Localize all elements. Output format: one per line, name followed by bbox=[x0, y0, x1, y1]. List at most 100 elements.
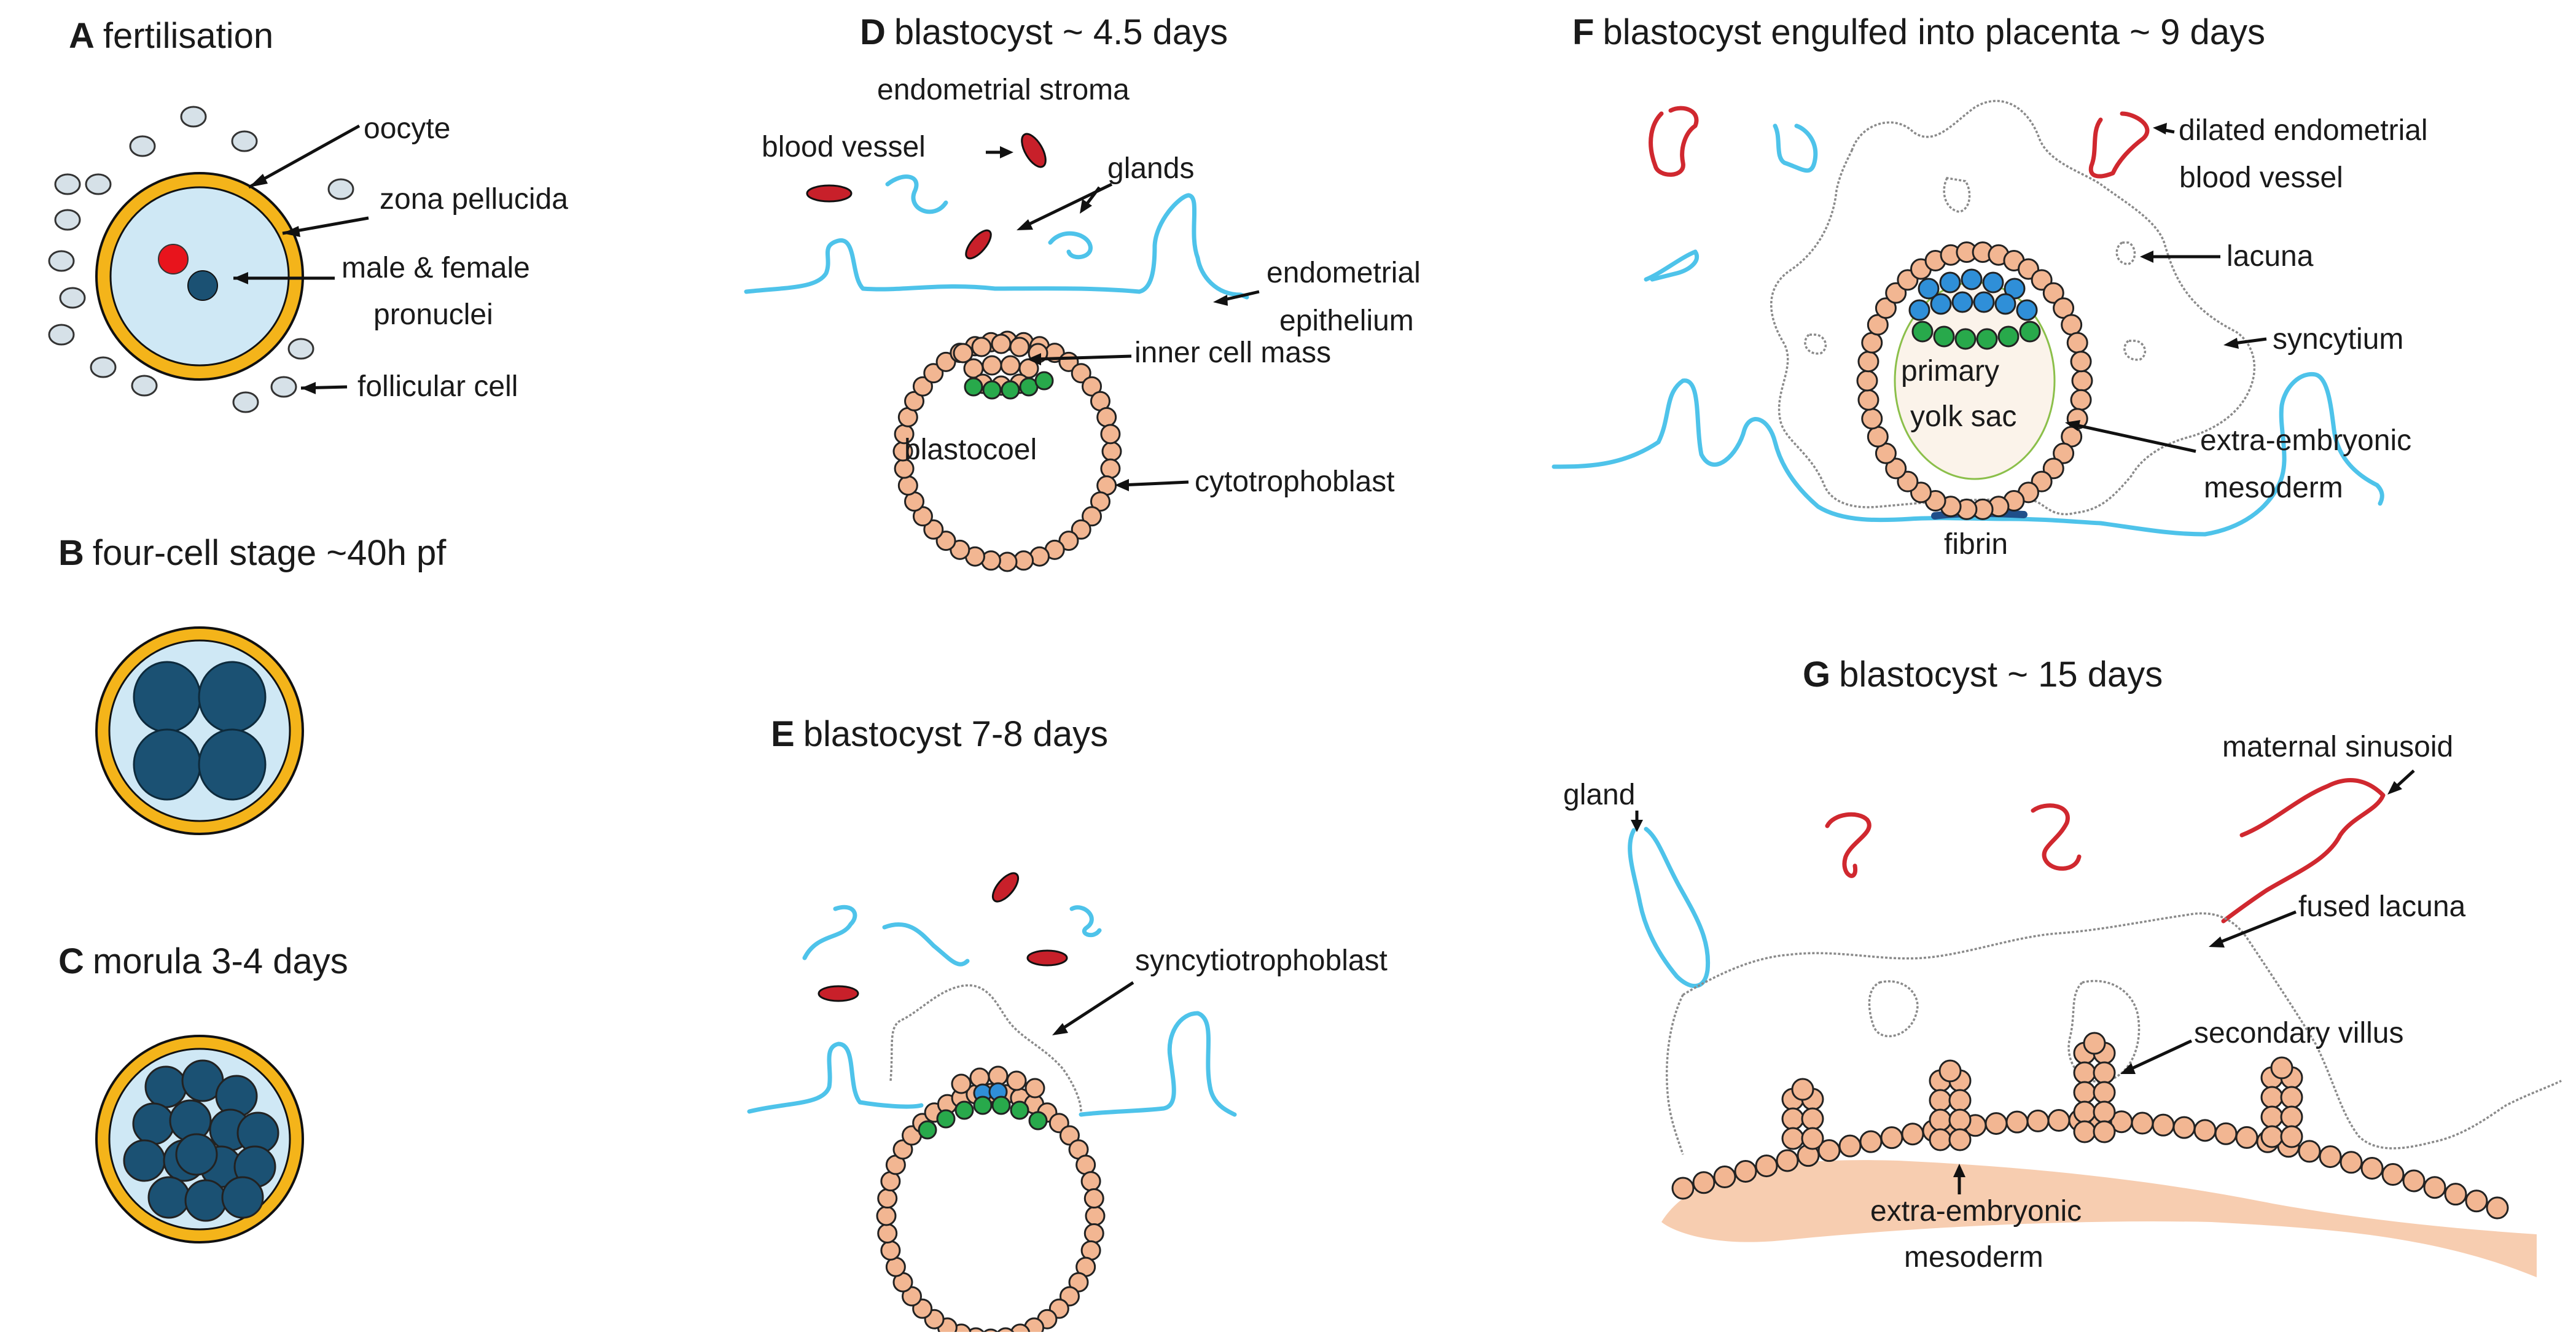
trophoblast-cell bbox=[1100, 424, 1121, 445]
panel-e-title: blastocyst 7-8 days bbox=[803, 714, 1108, 754]
trophoblast-cell bbox=[1985, 1112, 2008, 1135]
blood-vessel bbox=[965, 229, 992, 260]
trophoblast-cell bbox=[2298, 1140, 2321, 1163]
trophoblast-cell bbox=[2235, 1126, 2258, 1149]
trophoblast-cell bbox=[935, 351, 956, 372]
trophoblast-cell bbox=[1059, 1125, 1080, 1146]
endometrial-epithelium bbox=[1551, 372, 2384, 537]
trophoblast-cell bbox=[1948, 1128, 1972, 1151]
gland bbox=[802, 905, 857, 960]
trophoblast-cell bbox=[2280, 1125, 2303, 1148]
trophoblast-cell bbox=[1083, 1188, 1104, 1209]
label-endometrial: endometrial bbox=[1267, 257, 1421, 289]
trophoblast-cell bbox=[2053, 442, 2075, 464]
trophoblast-cell bbox=[877, 1188, 898, 1209]
panel-g-title: blastocyst ~ 15 days bbox=[1839, 655, 2163, 695]
morula-cells bbox=[123, 1059, 279, 1222]
trophoblast-cell bbox=[2260, 1125, 2284, 1148]
label-epithelium: epithelium bbox=[1279, 305, 1414, 337]
epiblast-cell bbox=[1918, 278, 1940, 300]
extra-embryonic-mesoderm bbox=[1661, 1160, 2537, 1277]
trophoblast-cell bbox=[912, 506, 933, 527]
inner-cell-mass-cell bbox=[1025, 1078, 1045, 1099]
epiblast-cell bbox=[1973, 291, 1995, 313]
trophoblast-cell bbox=[923, 363, 944, 384]
morula-cell bbox=[147, 1176, 190, 1219]
trophoblast-cell bbox=[2193, 1119, 2217, 1142]
hypoblast-cell bbox=[1028, 1111, 1048, 1131]
morula-cell bbox=[221, 1176, 264, 1219]
trophoblast-cell bbox=[2402, 1169, 2426, 1193]
inner-cell-mass-cell bbox=[1000, 355, 1021, 376]
dilated-blood-vessel bbox=[1649, 106, 1699, 177]
label-fibrin: fibrin bbox=[1944, 528, 2008, 561]
trophoblast-cell bbox=[1880, 1126, 1903, 1150]
lacuna bbox=[2123, 340, 2147, 361]
trophoblast-cell bbox=[2486, 1196, 2509, 1220]
trophoblast-cell bbox=[1085, 1205, 1106, 1226]
epiblast-cell bbox=[1961, 268, 1983, 290]
follicular-cell bbox=[54, 173, 81, 195]
trophoblast-cell bbox=[1857, 389, 1879, 411]
blood-vessel bbox=[806, 184, 853, 203]
label-yolk-sac: yolk sac bbox=[1910, 400, 2016, 433]
label-dilated-1: dilated endometrial bbox=[2179, 114, 2428, 147]
epiblast-cell bbox=[2016, 299, 2038, 321]
trophoblast-cell bbox=[1071, 519, 1091, 540]
trophoblast-cell bbox=[902, 1286, 923, 1307]
follicular-cell bbox=[231, 130, 258, 152]
follicular-cell bbox=[232, 391, 259, 413]
label-lacuna: lacuna bbox=[2227, 240, 2314, 273]
hypoblast-cell bbox=[918, 1120, 937, 1140]
trophoblast-cell bbox=[1781, 1127, 1805, 1150]
panel-c-title: morula 3-4 days bbox=[93, 941, 348, 981]
trophoblast-cell bbox=[1948, 1089, 1972, 1112]
trophoblast-cell bbox=[2260, 1105, 2284, 1129]
trophoblast-cell bbox=[2066, 332, 2088, 354]
follicular-cells bbox=[48, 106, 354, 413]
blastocyst-f bbox=[1856, 241, 2093, 520]
gland bbox=[1048, 231, 1093, 260]
trophoblast-cell bbox=[2423, 1176, 2446, 1199]
epiblast-cell bbox=[1908, 299, 1930, 321]
syncytium-g bbox=[1665, 912, 2562, 1155]
gland bbox=[1773, 123, 1818, 173]
gland bbox=[882, 922, 970, 967]
panel-f-letter: F bbox=[1572, 12, 1594, 52]
trophoblast-cell bbox=[2131, 1111, 2154, 1135]
trophoblast-cell bbox=[1929, 1089, 1952, 1112]
panel-d-letter: D bbox=[860, 12, 886, 52]
male-pronucleus bbox=[187, 270, 218, 301]
morula-cell bbox=[144, 1065, 187, 1108]
follicular-cell bbox=[48, 324, 75, 346]
maternal-sinusoid bbox=[1825, 812, 1872, 878]
trophoblast-cell bbox=[1082, 376, 1103, 397]
dilated-blood-vessel bbox=[2088, 111, 2150, 179]
trophoblast-cell bbox=[1875, 297, 1897, 319]
label-mesoderm-f: mesoderm bbox=[2204, 472, 2343, 504]
gland bbox=[1628, 827, 1711, 989]
label-primary: primary bbox=[1901, 355, 1999, 387]
trophoblast-cell bbox=[1817, 1139, 1841, 1162]
label-mesoderm-g: mesoderm bbox=[1904, 1241, 2043, 1274]
blastocyst-d bbox=[892, 330, 1122, 572]
morula-cell bbox=[175, 1133, 218, 1176]
blood-vessel bbox=[818, 985, 859, 1002]
gland bbox=[885, 174, 948, 214]
follicular-cell bbox=[270, 376, 297, 398]
trophoblast-cell bbox=[1861, 332, 1883, 354]
panel-g-letter: G bbox=[1803, 655, 1830, 695]
inner-cell-mass-cell bbox=[991, 333, 1012, 354]
label-extra-embryonic-g: extra-embryonic bbox=[1870, 1195, 2082, 1228]
trophoblast-cell bbox=[1090, 491, 1110, 512]
epiblast-cell bbox=[1994, 293, 2016, 315]
trophoblast-cell bbox=[1938, 1059, 1962, 1083]
follicular-cell bbox=[85, 173, 112, 195]
hypoblast-cell bbox=[936, 1109, 956, 1129]
hypoblast-cell bbox=[1001, 380, 1020, 400]
label-extra-embryonic-f: extra-embryonic bbox=[2200, 424, 2411, 457]
